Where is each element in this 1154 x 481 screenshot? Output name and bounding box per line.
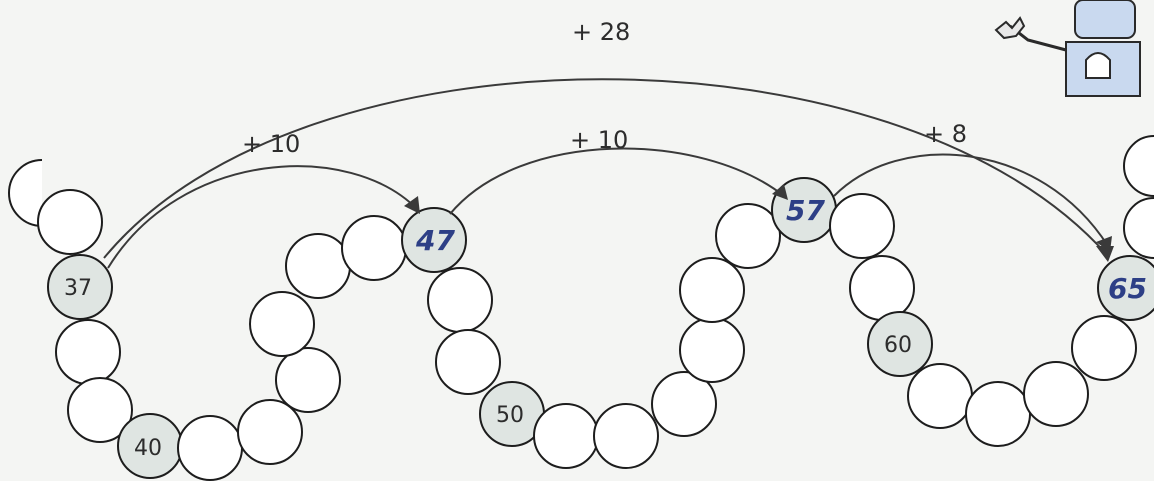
number-40: 40: [134, 436, 162, 461]
answer-65: 65: [1108, 272, 1147, 305]
arc-plus-8: [833, 153, 1109, 247]
number-37: 37: [64, 276, 92, 301]
ring: [679, 317, 745, 383]
ring: [237, 399, 303, 465]
ring: [1023, 361, 1089, 427]
jump-label-plus-10-first: + 10: [242, 130, 300, 158]
ring: [829, 193, 895, 259]
ring-partial-right-top: [1123, 135, 1154, 197]
ring: [965, 381, 1031, 447]
ring: [37, 189, 103, 255]
ring: [435, 329, 501, 395]
ring: [177, 415, 243, 481]
ring: [427, 267, 493, 333]
ring: [285, 233, 351, 299]
answer-57: 57: [786, 194, 825, 227]
ring: [715, 203, 781, 269]
arrow-head: [404, 196, 420, 214]
ring: [55, 319, 121, 385]
ring: [1071, 315, 1137, 381]
robot-mascot-icon: [994, 0, 1141, 97]
arrow-head: [1096, 236, 1112, 252]
ring-47: [401, 207, 467, 273]
arrow-head: [772, 184, 788, 200]
arc-plus-10-first: [107, 165, 419, 269]
ring-partial-left: [8, 159, 43, 227]
arc-plus-28: [103, 78, 1109, 259]
ring: [533, 403, 599, 469]
ring: [275, 347, 341, 413]
ring: [907, 363, 973, 429]
ring-partial-right: [1123, 197, 1154, 259]
jump-label-plus-10-second: + 10: [570, 126, 628, 154]
ring: [249, 291, 315, 357]
number-60: 60: [884, 333, 912, 358]
jump-arcs: [103, 78, 1114, 269]
ring: [651, 371, 717, 437]
jump-label-plus-28: + 28: [572, 18, 630, 46]
answer-47: 47: [415, 224, 455, 257]
ring: [341, 215, 407, 281]
jump-label-plus-8: + 8: [924, 120, 967, 148]
ring-60: [867, 311, 933, 377]
ring-snake: [8, 135, 1154, 481]
ring-65: [1097, 255, 1154, 321]
ring: [67, 377, 133, 443]
ring-37: [47, 254, 113, 320]
arc-plus-10-second: [449, 147, 785, 215]
ring: [849, 255, 915, 321]
number-50: 50: [496, 403, 524, 428]
ring: [679, 257, 745, 323]
ring: [593, 403, 659, 469]
